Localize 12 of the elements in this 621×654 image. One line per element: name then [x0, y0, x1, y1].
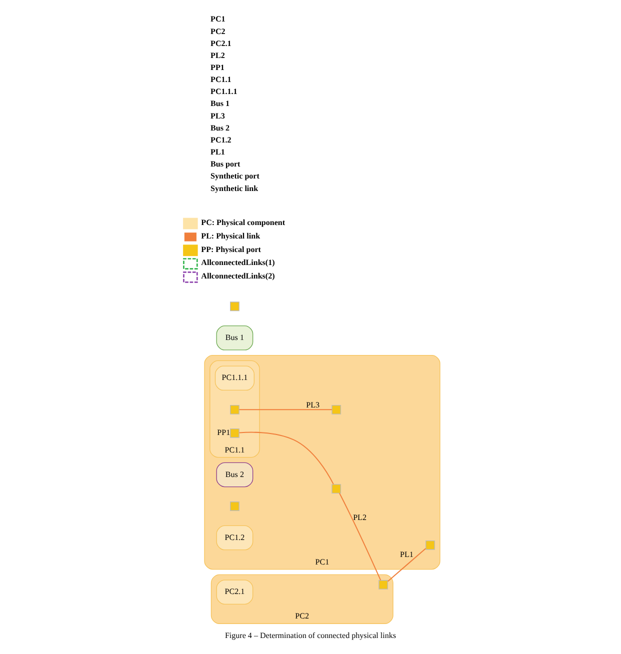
connector [388, 548, 426, 582]
node-box [332, 404, 342, 414]
node-box [230, 502, 240, 511]
node-box [230, 428, 240, 438]
node-box [332, 484, 342, 494]
connector [339, 492, 382, 580]
node-box [230, 302, 240, 312]
connector [239, 432, 334, 484]
node-box [378, 580, 388, 590]
connector [239, 409, 332, 410]
node-box [230, 404, 240, 414]
node-box [426, 540, 435, 550]
